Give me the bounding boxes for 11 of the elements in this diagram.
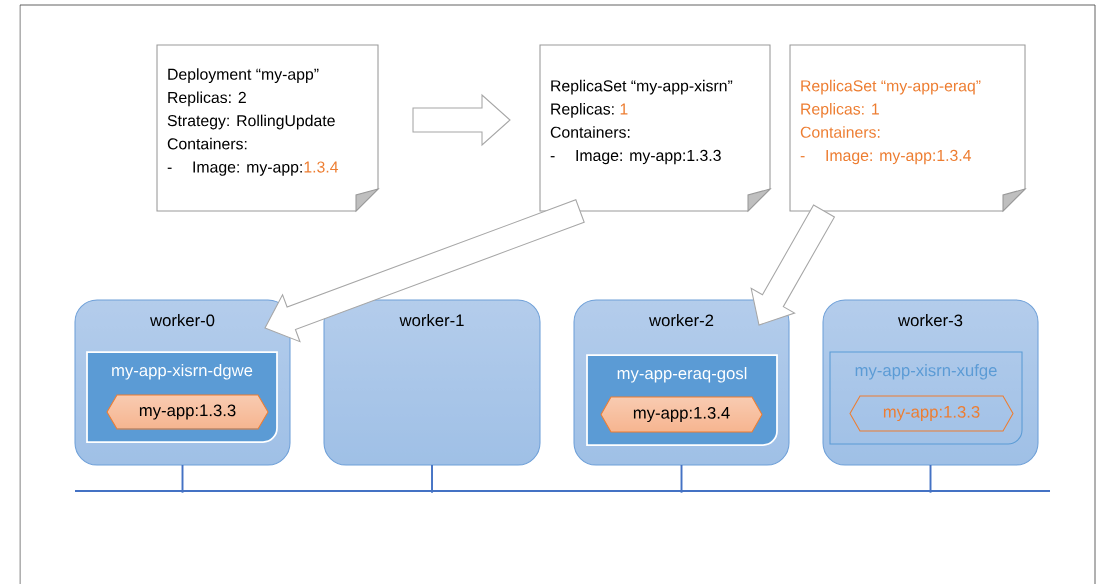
block-arrow bbox=[412, 93, 511, 147]
block-arrow bbox=[264, 199, 585, 343]
connector-line bbox=[680, 464, 683, 494]
connector-line bbox=[181, 464, 184, 494]
connector-line bbox=[929, 464, 932, 494]
worker-node-box: worker-1 bbox=[323, 299, 541, 466]
network-line bbox=[75, 490, 1050, 492]
connector-line bbox=[431, 464, 433, 494]
container-hexagon: my-app:1.3.4 bbox=[600, 396, 763, 433]
container-hexagon: my-app:1.3.3 bbox=[106, 394, 269, 430]
container-hexagon: my-app:1.3.3 bbox=[849, 395, 1014, 432]
